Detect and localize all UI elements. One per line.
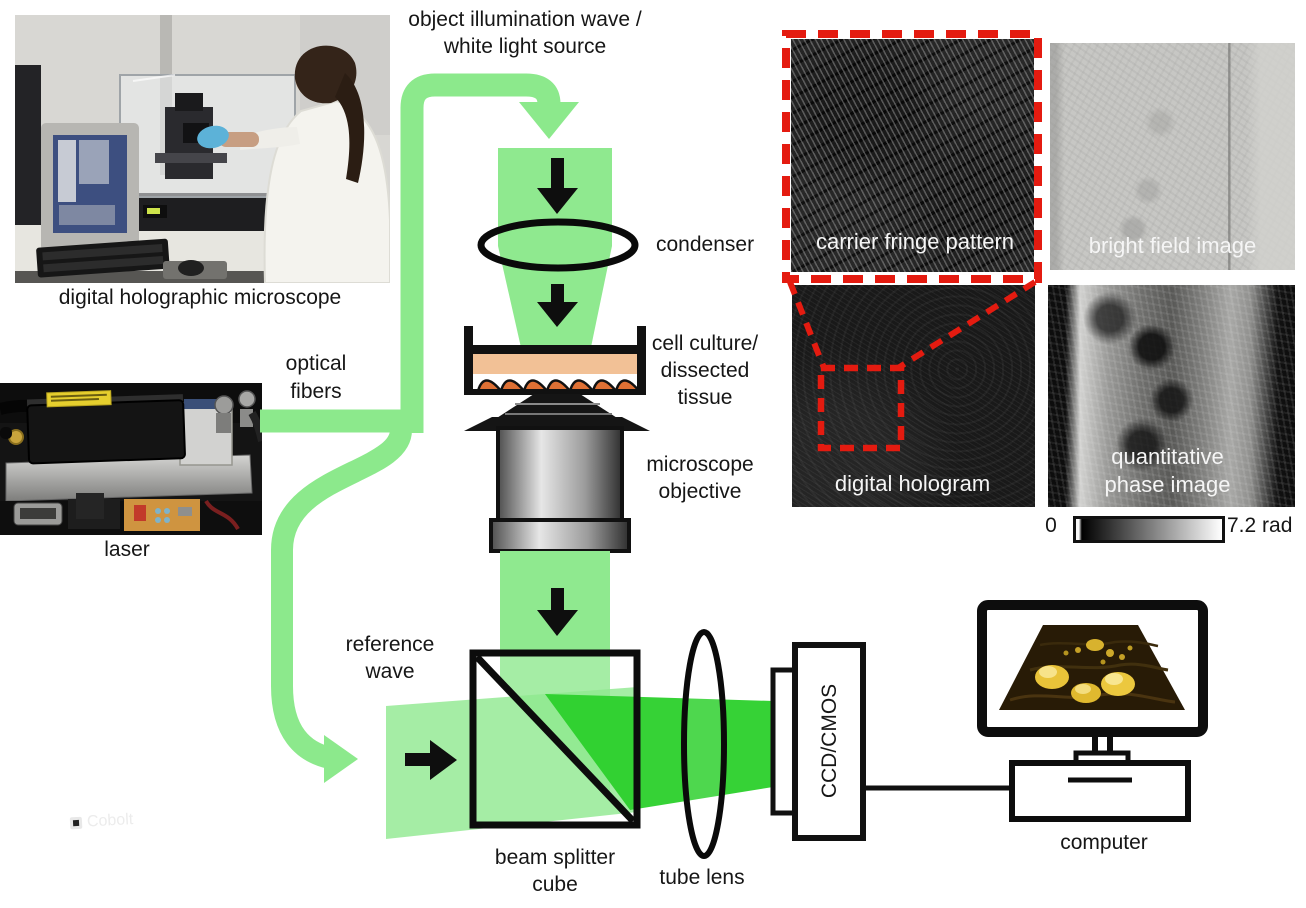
label-phase-line2: phase image: [1104, 472, 1231, 497]
cells: [476, 379, 642, 393]
lab-photo: [15, 15, 391, 284]
fiber-couplers: [214, 390, 266, 442]
label-condenser: condenser: [656, 233, 755, 256]
label-objective-line1: microscope: [646, 453, 754, 476]
label-optical-fibers-line2: fibers: [290, 380, 342, 403]
label-tube-lens: tube lens: [659, 866, 745, 889]
beam-splitter-fill: [473, 653, 637, 825]
label-reference-line1: reference: [345, 633, 435, 656]
label-phase-line1: quantitative: [1111, 444, 1224, 469]
bright-field-image: [1050, 43, 1295, 270]
object-beam: [500, 551, 610, 655]
cell-culture-dish: [464, 326, 646, 395]
blue-glove: [197, 125, 229, 149]
label-ccd-cmos: CCD/CMOS: [818, 683, 841, 799]
label-laser-photo: laser: [104, 538, 150, 561]
computer: [977, 600, 1208, 822]
laser-head: [26, 390, 186, 465]
beam-direction-arrows: [405, 158, 578, 780]
monitor: [977, 600, 1208, 737]
cobolt-logo-icon: [69, 816, 83, 830]
label-objective-line2: objective: [658, 480, 742, 503]
desktop-unit: [1009, 760, 1191, 822]
laser-brand: Cobolt: [69, 807, 160, 836]
warning-label: [46, 390, 112, 408]
label-bright-field: bright field image: [1088, 233, 1257, 258]
electronics: [0, 493, 262, 535]
illumination-beam: [498, 148, 612, 352]
label-digital-hologram: digital hologram: [834, 471, 991, 496]
laser-photo: Cobolt: [0, 383, 266, 830]
label-computer: computer: [1060, 831, 1148, 854]
label-carrier-fringe: carrier fringe pattern: [815, 229, 1015, 254]
label-microscope-photo: digital holographic microscope: [58, 286, 342, 309]
label-illumination-line2: white light source: [443, 35, 607, 58]
condenser-lens: [477, 218, 639, 272]
person: [197, 45, 391, 284]
label-reference-line2: wave: [365, 660, 415, 683]
laser-photo-art: [0, 383, 266, 535]
quantitative-phase-image: [1048, 285, 1295, 507]
label-sample-line1: cell culture/: [651, 332, 759, 355]
label-optical-fibers-line1: optical: [285, 352, 347, 375]
label-beam-splitter-line1: beam splitter: [494, 846, 616, 869]
keyboard: [36, 238, 170, 278]
colorbar-max-label: 7.2 rad: [1227, 514, 1293, 537]
object-beam-in-cube: [500, 653, 610, 795]
label-sample-line3: tissue: [677, 386, 733, 409]
reference-arrowhead: [324, 735, 358, 783]
laser-brand-text: Cobolt: [86, 811, 134, 831]
monitor-3d-phase-render: [999, 625, 1185, 710]
colorbar-min-label: 0: [1045, 514, 1057, 537]
phase-colorbar: [1073, 516, 1225, 543]
label-beam-splitter-line2: cube: [532, 873, 578, 896]
lab-photo-art: [15, 15, 391, 284]
tube-lens: [681, 629, 727, 859]
reference-beam: [386, 687, 637, 839]
illumination-arrowhead: [519, 102, 579, 139]
label-illumination-line1: object illumination wave /: [408, 8, 642, 31]
label-sample-line2: dissected: [660, 359, 750, 382]
monitor-stand: [1073, 750, 1131, 767]
combined-beam: [545, 694, 773, 810]
mouse: [178, 260, 204, 276]
crt-monitor: [41, 123, 139, 261]
beam-splitter-cube: [469, 649, 641, 829]
